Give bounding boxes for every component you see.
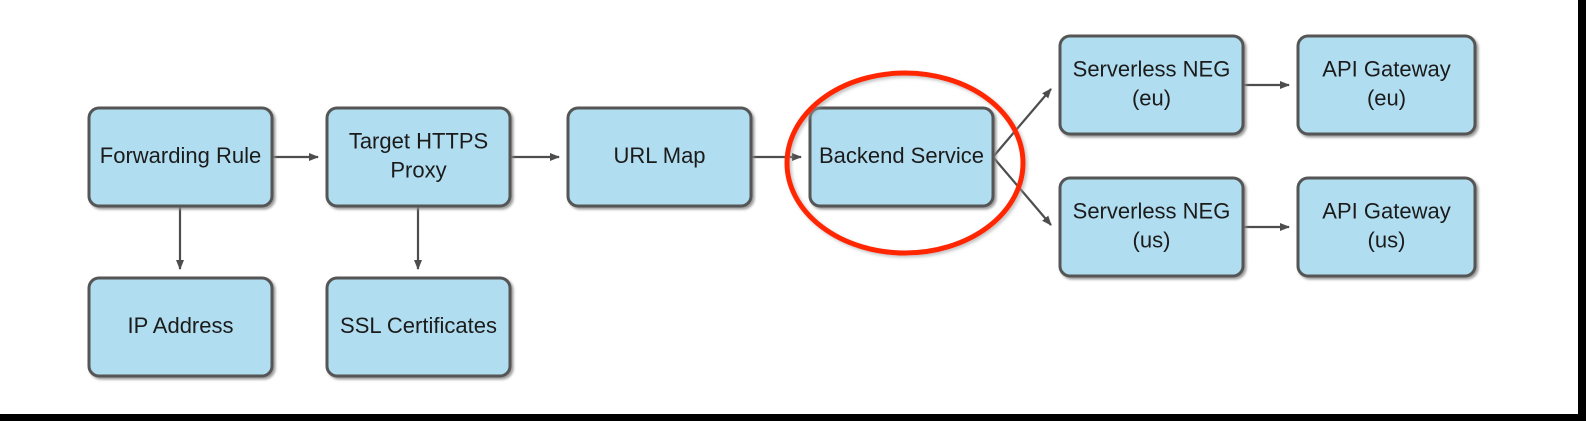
node-serverless-neg-us[interactable]: Serverless NEG(us) — [1058, 176, 1245, 278]
node-ssl-certificates[interactable]: SSL Certificates — [325, 276, 512, 378]
node-label-forwarding-rule: Forwarding Rule — [100, 143, 261, 168]
frame-right-bar — [1578, 0, 1586, 421]
node-box-api-gateway-us[interactable] — [1296, 176, 1477, 278]
node-backend-service[interactable]: Backend Service — [808, 106, 995, 208]
node-box-forwarding-rule[interactable] — [87, 106, 274, 208]
node-box-ip-address[interactable] — [87, 276, 274, 378]
edge-backend-service-to-serverless-neg-us — [992, 156, 1052, 226]
node-box-url-map[interactable] — [566, 106, 753, 208]
node-url-map[interactable]: URL Map — [566, 106, 753, 208]
annotations-layer — [784, 70, 1026, 256]
edges-layer — [176, 81, 1290, 270]
node-label-serverless-neg-eu: Serverless NEG(eu) — [1073, 56, 1231, 110]
node-label-serverless-neg-us: Serverless NEG(us) — [1073, 198, 1231, 252]
node-box-serverless-neg-eu[interactable] — [1058, 34, 1245, 136]
node-box-api-gateway-eu[interactable] — [1296, 34, 1477, 136]
node-forwarding-rule[interactable]: Forwarding Rule — [87, 106, 274, 208]
frame-bottom-bar — [0, 414, 1586, 421]
node-label-url-map: URL Map — [613, 143, 705, 168]
highlight-ellipse-backend-service — [784, 70, 1026, 256]
node-label-ip-address: IP Address — [128, 313, 234, 338]
node-label-backend-service: Backend Service — [819, 143, 984, 168]
node-api-gateway-eu[interactable]: API Gateway(eu) — [1296, 34, 1477, 136]
node-box-target-https-proxy[interactable] — [325, 106, 512, 208]
node-label-ssl-certificates: SSL Certificates — [340, 313, 497, 338]
node-label-api-gateway-eu: API Gateway(eu) — [1322, 56, 1450, 110]
node-api-gateway-us[interactable]: API Gateway(us) — [1296, 176, 1477, 278]
node-box-backend-service[interactable] — [808, 106, 995, 208]
node-label-api-gateway-us: API Gateway(us) — [1322, 198, 1450, 252]
node-serverless-neg-eu[interactable]: Serverless NEG(eu) — [1058, 34, 1245, 136]
node-ip-address[interactable]: IP Address — [87, 276, 274, 378]
node-box-serverless-neg-us[interactable] — [1058, 176, 1245, 278]
edge-backend-service-to-serverless-neg-eu — [992, 88, 1052, 158]
node-box-ssl-certificates[interactable] — [325, 276, 512, 378]
